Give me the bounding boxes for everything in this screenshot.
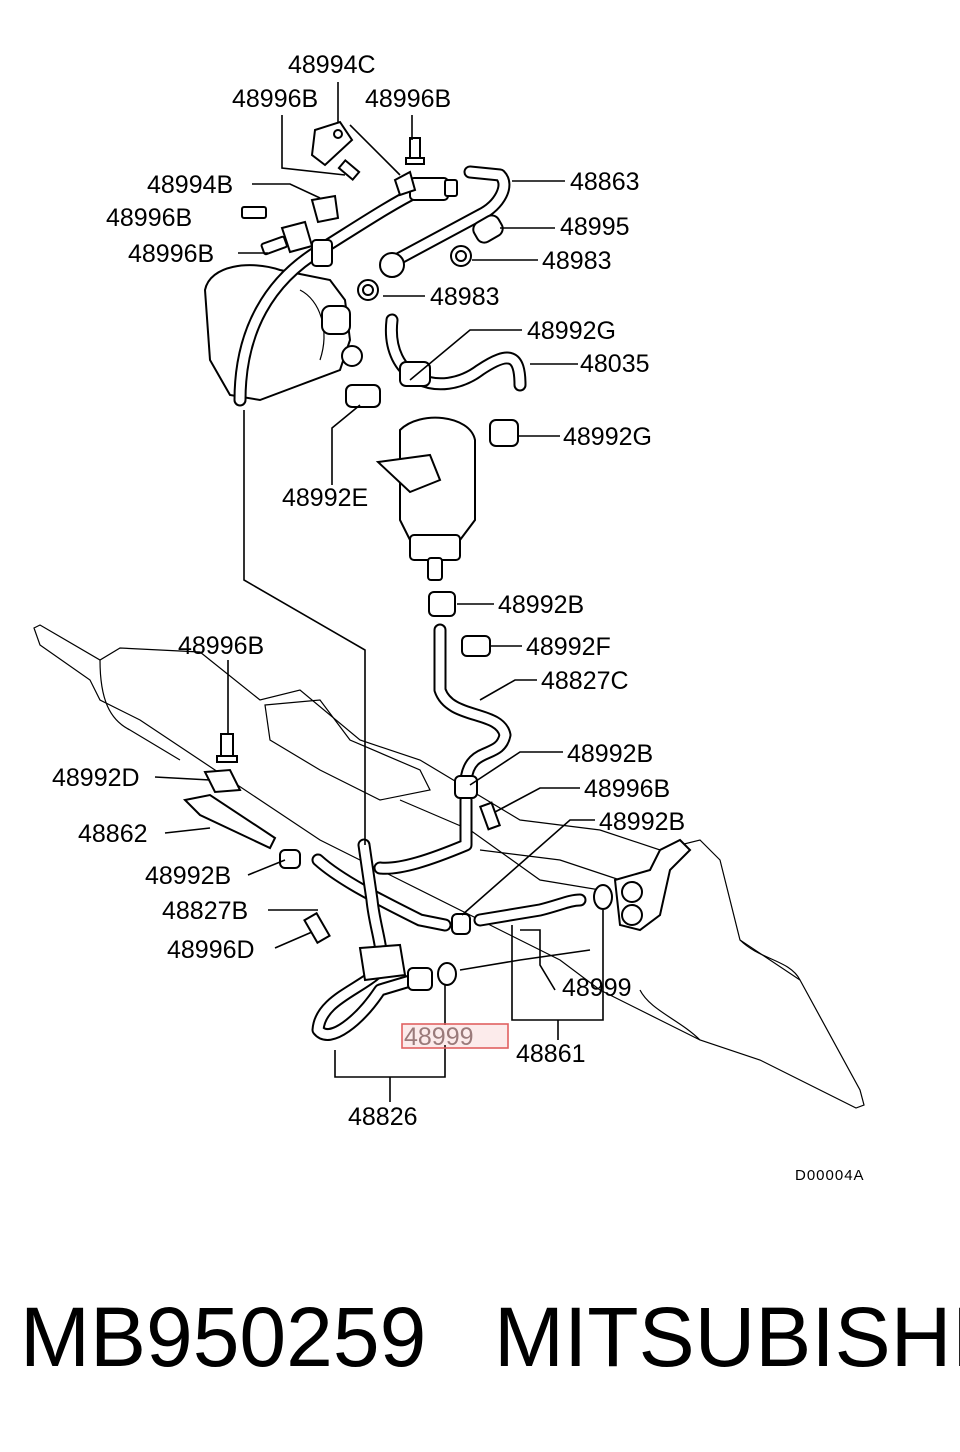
label-48863: 48863 xyxy=(570,168,640,196)
label-48995: 48995 xyxy=(560,213,630,241)
label-48996B-e: 48996B xyxy=(178,632,264,660)
clamp-48992E xyxy=(345,384,381,408)
diagram-code: D00004A xyxy=(795,1167,865,1184)
brand-name: MITSUBISHI xyxy=(494,1290,960,1384)
pressure-hose-lower xyxy=(243,410,366,845)
bracket-48994B xyxy=(310,194,340,224)
bolt-48996D xyxy=(303,911,331,945)
pressure-switch xyxy=(393,170,458,201)
clamp-48992B-top xyxy=(428,591,456,617)
clamp-48992G-b xyxy=(489,419,519,447)
union-bolt-48995 xyxy=(472,214,504,244)
label-48861: 48861 xyxy=(516,1040,586,1068)
gasket-48983-a xyxy=(450,245,472,267)
label-48992E: 48992E xyxy=(282,484,368,512)
label-48996B-a: 48996B xyxy=(232,85,318,113)
label-48992G-b: 48992G xyxy=(563,423,652,451)
bolt-48996B-top-right xyxy=(405,137,425,165)
label-48999-highlighted: 48999 xyxy=(404,1023,474,1051)
label-48994C: 48994C xyxy=(288,51,376,79)
label-48827B: 48827B xyxy=(162,897,248,925)
label-48996B-f: 48996B xyxy=(584,775,670,803)
footer: MB950259 MITSUBISHI xyxy=(20,1290,960,1384)
bolt-48996B-top-left xyxy=(337,158,361,182)
pressure-tube-48826 xyxy=(311,838,427,1041)
label-48996B-d: 48996B xyxy=(128,240,214,268)
highlight-box xyxy=(401,1023,509,1049)
return-hose-48863 xyxy=(393,165,511,265)
label-48826: 48826 xyxy=(348,1103,418,1131)
steering-rack xyxy=(33,624,865,1109)
valve-body xyxy=(613,838,692,932)
label-48996D: 48996D xyxy=(167,936,255,964)
suction-hose-48035 xyxy=(384,313,527,392)
leader-lines xyxy=(154,82,604,1102)
bolt-48996B-mid xyxy=(241,206,267,219)
clamp-48992B-mid xyxy=(454,775,478,799)
label-48992B-a: 48992B xyxy=(498,591,584,619)
hose-48827C xyxy=(433,623,512,787)
tube-48862 xyxy=(182,793,277,850)
label-48996B-c: 48996B xyxy=(106,204,192,232)
label-48992B-d: 48992B xyxy=(145,862,231,890)
label-48827C: 48827C xyxy=(541,667,629,695)
clamp-48992D xyxy=(203,768,242,794)
return-tube-48861 xyxy=(473,893,587,927)
label-48992B-b: 48992B xyxy=(567,740,653,768)
label-48983-b: 48983 xyxy=(430,283,500,311)
bolt-48996B-rack xyxy=(478,801,502,831)
gasket-48999-lower xyxy=(437,962,457,986)
gasket-48999-right xyxy=(593,884,613,910)
label-48994B: 48994B xyxy=(147,171,233,199)
part-number: MB950259 xyxy=(20,1290,426,1384)
bracket-48994C xyxy=(310,120,354,167)
label-48862: 48862 xyxy=(78,820,148,848)
gasket-48983-b xyxy=(357,279,379,301)
clamp-48992G-a xyxy=(399,361,431,387)
part-labels: 48994C 48996B 48996B 48994B 48863 48996B… xyxy=(52,51,865,1184)
bracket-48826 xyxy=(358,943,407,982)
clamp-upper-hose xyxy=(311,239,333,267)
bolt-48996B-left xyxy=(216,733,238,763)
clamp-48992B-lower xyxy=(451,913,471,935)
label-48992B-c: 48992B xyxy=(599,808,685,836)
clamp-48992F xyxy=(461,635,491,657)
label-48992G-a: 48992G xyxy=(527,317,616,345)
bolt-48996B-low xyxy=(260,220,314,256)
oil-reservoir xyxy=(375,416,476,581)
label-48996B-b: 48996B xyxy=(365,85,451,113)
label-48992D: 48992D xyxy=(52,764,140,792)
return-tube-lower xyxy=(373,793,473,875)
fitting-eye xyxy=(379,252,405,278)
flare-nut-48826 xyxy=(407,967,433,991)
label-48999-right: 48999 xyxy=(562,974,632,1002)
label-48983-a: 48983 xyxy=(542,247,612,275)
label-48992F: 48992F xyxy=(526,633,611,661)
clamp-48992B-left xyxy=(279,849,301,869)
label-48035: 48035 xyxy=(580,350,650,378)
